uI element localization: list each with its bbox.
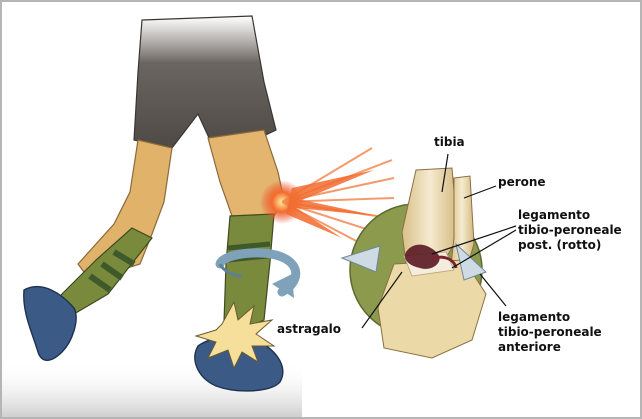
ankle-inset	[342, 168, 486, 358]
label-perone: perone	[498, 175, 546, 190]
label-anterior-ligament: legamento tibio-peroneale anteriore	[498, 310, 602, 355]
label-posterior-ligament: legamento tibio-peroneale post. (rotto)	[518, 208, 622, 253]
label-line: legamento	[518, 208, 622, 223]
label-astragalo: astragalo	[277, 322, 341, 337]
label-tibia-text: tibia	[434, 135, 465, 150]
label-line: tibio-peroneale	[498, 325, 602, 340]
label-line: legamento	[498, 310, 602, 325]
label-line: anteriore	[498, 340, 602, 355]
label-line: tibio-peroneale	[518, 223, 622, 238]
shorts	[134, 16, 276, 150]
label-tibia: tibia	[434, 135, 465, 150]
label-line: post. (rotto)	[518, 238, 622, 253]
label-astragalo-text: astragalo	[277, 322, 341, 337]
label-perone-text: perone	[498, 175, 546, 190]
